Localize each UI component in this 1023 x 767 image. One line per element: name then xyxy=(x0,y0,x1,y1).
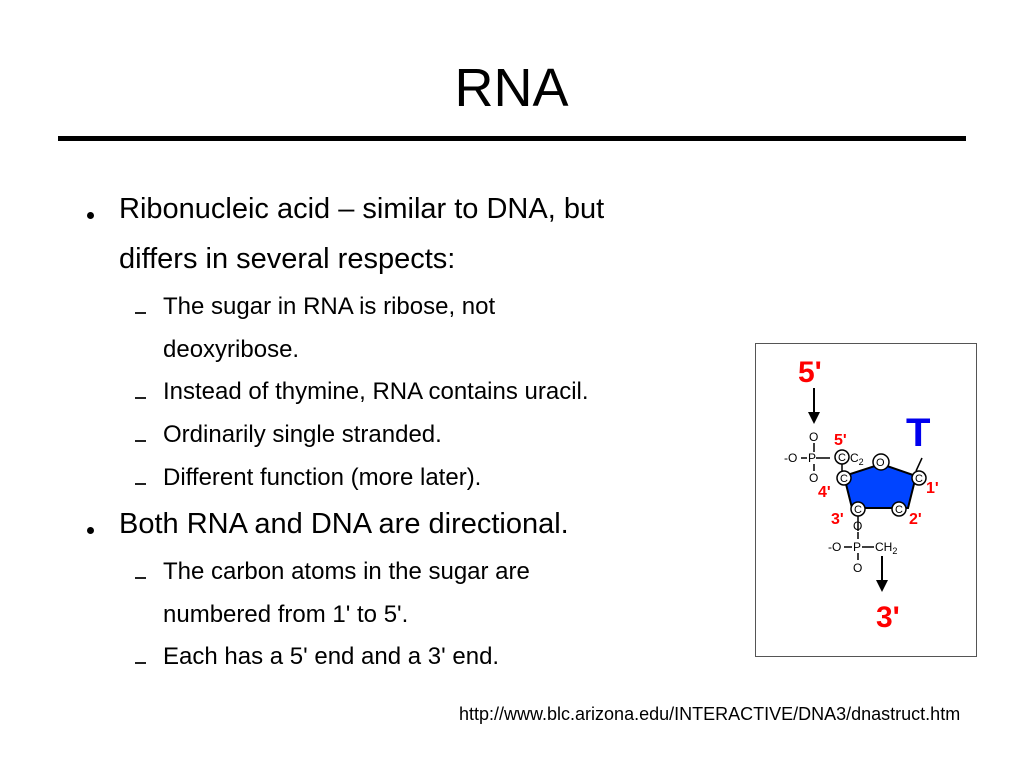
bullet-1-line-2: differs in several respects: xyxy=(119,243,456,275)
sub-bullet-2-1-line-2: numbered from 1' to 5'. xyxy=(163,601,409,628)
svg-text:C: C xyxy=(895,504,903,516)
sub-bullet-1-3: Ordinarily single stranded. xyxy=(163,421,442,448)
arrow-down-icon xyxy=(876,580,888,592)
sub-bullet-dash xyxy=(135,440,146,442)
sub-bullet-1-2: Instead of thymine, RNA contains uracil. xyxy=(163,378,589,405)
bullet-2-line-1: Both RNA and DNA are directional. xyxy=(119,508,569,540)
svg-text:CH2: CH2 xyxy=(875,540,897,556)
carbon-1-label: 1' xyxy=(926,480,939,497)
svg-text:-O: -O xyxy=(784,451,797,465)
svg-text:O: O xyxy=(853,561,862,575)
svg-text:O: O xyxy=(876,457,885,469)
sub-bullet-2-1-line-1: The carbon atoms in the sugar are xyxy=(163,558,530,585)
sub-bullet-1-1-line-1: The sugar in RNA is ribose, not xyxy=(163,293,496,320)
svg-text:C2: C2 xyxy=(850,451,864,467)
svg-text:P: P xyxy=(853,540,861,554)
sub-bullet-1-4: Different function (more later). xyxy=(163,464,482,491)
carbon-3-label: 3' xyxy=(831,511,844,528)
svg-text:O: O xyxy=(809,471,818,485)
sub-bullet-1-1-line-2: deoxyribose. xyxy=(163,336,300,363)
svg-text:P: P xyxy=(808,451,816,465)
sub-bullet-dash xyxy=(135,662,146,664)
slide-title: RNA xyxy=(454,58,569,118)
svg-text:C: C xyxy=(854,504,862,516)
sub-bullet-dash xyxy=(135,483,146,485)
carbon-2-label: 2' xyxy=(909,511,922,528)
bullet-1-line-1: Ribonucleic acid – similar to DNA, but xyxy=(119,193,605,225)
bullet-dot xyxy=(87,212,94,219)
base-label: T xyxy=(906,411,930,455)
sub-bullet-dash xyxy=(135,397,146,399)
arrow-down-icon xyxy=(808,412,820,424)
svg-text:C: C xyxy=(838,452,846,464)
label-5-prime-end: 5' xyxy=(798,356,822,389)
svg-text:O: O xyxy=(853,519,862,533)
bullet-dot xyxy=(87,527,94,534)
sub-bullet-dash xyxy=(135,577,146,579)
svg-text:-O: -O xyxy=(828,540,841,554)
title-underline xyxy=(58,136,966,141)
sub-bullet-2-2: Each has a 5' end and a 3' end. xyxy=(163,643,500,670)
svg-text:C: C xyxy=(915,473,923,485)
source-url: http://www.blc.arizona.edu/INTERACTIVE/D… xyxy=(459,704,961,724)
label-3-prime-end: 3' xyxy=(876,601,900,634)
nucleotide-diagram: 5' T O -O P O 5' C C2 O xyxy=(755,343,977,657)
carbon-4-label: 4' xyxy=(818,484,831,501)
sub-bullet-dash xyxy=(135,312,146,314)
carbon-5-label: 5' xyxy=(834,432,847,449)
svg-text:O: O xyxy=(809,430,818,444)
svg-text:C: C xyxy=(840,473,848,485)
